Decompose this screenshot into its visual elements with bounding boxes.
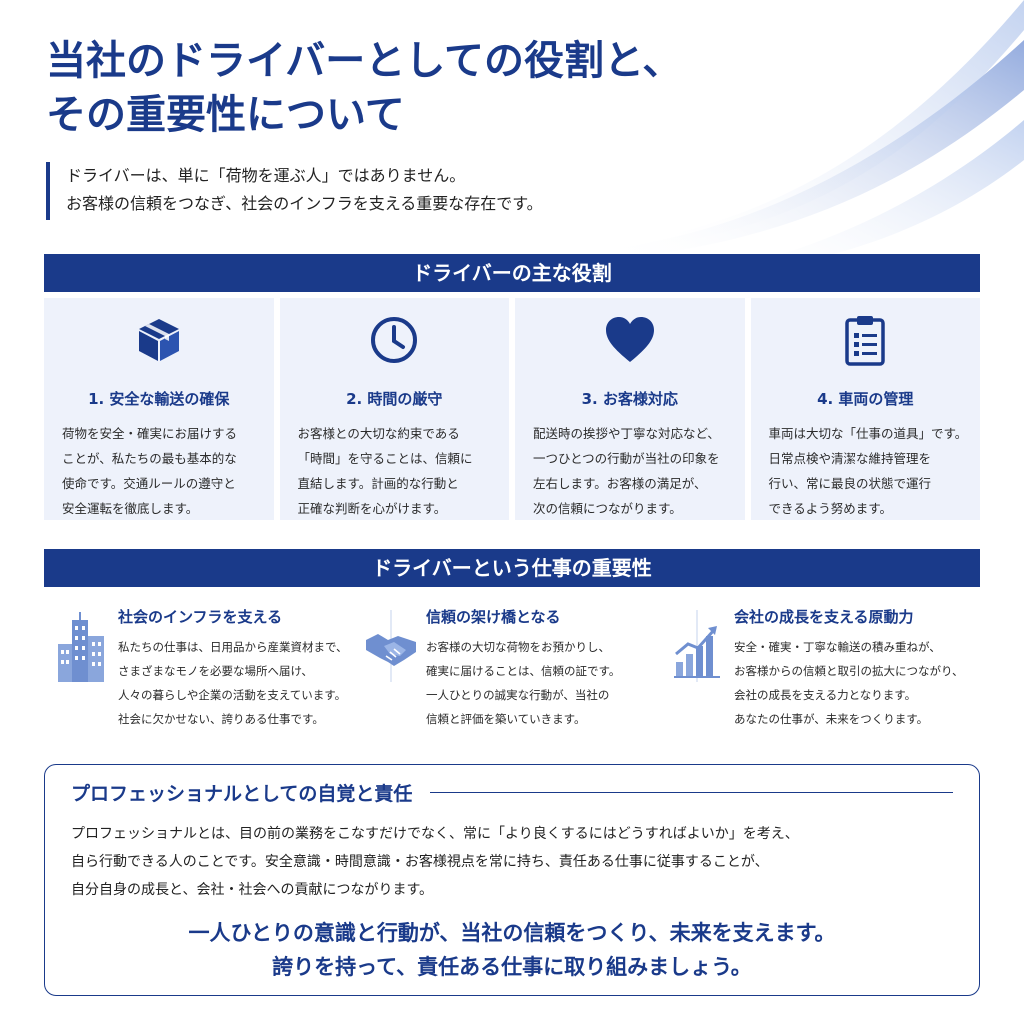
importance-line: あなたの仕事が、未来をつくります。 — [734, 712, 929, 726]
professional-line: 自分自身の成長と、会社・社会への貢献につながります。 — [71, 882, 434, 898]
professional-header: プロフェッショナルとしての自覚と責任 — [71, 779, 953, 806]
closing-line: 誇りを持って、責任ある仕事に取り組みましょう。 — [272, 955, 752, 979]
importance-line: お客様からの信頼と取引の拡大につながり、 — [734, 664, 964, 678]
importance-line: 安全・確実・丁寧な輸送の積み重ねが、 — [734, 640, 941, 654]
roles-section-heading: ドライバーの主な役割 — [44, 254, 980, 292]
importance-text: 社会のインフラを支える 私たちの仕事は、日用品から産業資材まで、 さまざまなモノ… — [112, 606, 348, 736]
importance-item-trust: 信頼の架け橋となる お客様の大切な荷物をお預かりし、 確実に届けることは、信頼の… — [364, 606, 672, 736]
role-line: 直結します。計画的な行動と — [297, 476, 459, 491]
importance-description: お客様の大切な荷物をお預かりし、 確実に届けることは、信頼の証です。 一人ひとり… — [426, 635, 620, 731]
role-description: 車両は大切な「仕事の道具」です。 日常点検や清潔な維持管理を 行い、常に最良の状… — [763, 421, 969, 521]
role-line: 荷物を安全・確実にお届けする — [62, 426, 238, 441]
role-line: ことが、私たちの最も基本的な — [62, 451, 237, 466]
importance-line: 社会に欠かせない、誇りある仕事です。 — [118, 712, 324, 726]
importance-text: 信頼の架け橋となる お客様の大切な荷物をお預かりし、 確実に届けることは、信頼の… — [420, 606, 620, 736]
role-line: 日常点検や清潔な維持管理を — [768, 451, 932, 466]
role-line: 行い、常に最良の状態で運行 — [768, 476, 932, 491]
role-title: 1. 安全な輸送の確保 — [88, 390, 230, 408]
importance-list: 社会のインフラを支える 私たちの仕事は、日用品から産業資材まで、 さまざまなモノ… — [56, 606, 980, 736]
role-line: 安全運転を徹底します。 — [62, 501, 199, 516]
clipboard-icon — [763, 314, 969, 366]
role-description: 配送時の挨拶や丁寧な対応など、 一つひとつの行動が当社の印象を 左右します。お客… — [527, 421, 733, 521]
role-card-safe-transport: 1. 安全な輸送の確保 荷物を安全・確実にお届けする ことが、私たちの最も基本的… — [44, 298, 274, 520]
importance-item-growth: 会社の成長を支える原動力 安全・確実・丁寧な輸送の積み重ねが、 お客様からの信頼… — [672, 606, 980, 736]
role-line: 左右します。お客様の満足が、 — [533, 476, 707, 491]
lead-line: ドライバーは、単に「荷物を運ぶ人」ではありません。 — [66, 166, 466, 185]
closing-message: 一人ひとりの意識と行動が、当社の信頼をつくり、未来を支えます。 誇りを持って、責… — [71, 916, 953, 984]
importance-item-infrastructure: 社会のインフラを支える 私たちの仕事は、日用品から産業資材まで、 さまざまなモノ… — [56, 606, 364, 736]
professional-title: プロフェッショナルとしての自覚と責任 — [71, 783, 413, 805]
page-title-line-2: その重要性について — [46, 92, 405, 138]
importance-title: 社会のインフラを支える — [118, 608, 283, 626]
importance-line: 会社の成長を支える力となります。 — [734, 688, 917, 702]
importance-text: 会社の成長を支える原動力 安全・確実・丁寧な輸送の積み重ねが、 お客様からの信頼… — [728, 606, 964, 736]
professional-line: プロフェッショナルとは、目の前の業務をこなすだけでなく、常に「より良くするにはど… — [71, 826, 799, 842]
role-card-customer-service: 3. お客様対応 配送時の挨拶や丁寧な対応など、 一つひとつの行動が当社の印象を… — [515, 298, 745, 520]
page-title-line-1: 当社のドライバーとしての役割と、 — [46, 38, 683, 84]
lead-paragraph: ドライバーは、単に「荷物を運ぶ人」ではありません。 お客様の信頼をつなぎ、社会の… — [46, 162, 543, 220]
role-title: 2. 時間の厳守 — [346, 390, 443, 408]
role-line: 次の信頼につながります。 — [533, 501, 682, 516]
importance-line: 人々の暮らしや企業の活動を支えています。 — [118, 688, 347, 702]
role-line: 車両は大切な「仕事の道具」です。 — [768, 426, 968, 441]
importance-title: 会社の成長を支える原動力 — [734, 608, 914, 626]
lead-line: お客様の信頼をつなぎ、社会のインフラを支える重要な存在です。 — [66, 194, 543, 213]
growth-chart-icon — [672, 606, 728, 736]
clock-icon — [292, 314, 498, 366]
professional-box: プロフェッショナルとしての自覚と責任 プロフェッショナルとは、目の前の業務をこな… — [44, 764, 980, 996]
role-line: 一つひとつの行動が当社の印象を — [533, 451, 720, 466]
role-card-vehicle-management: 4. 車両の管理 車両は大切な「仕事の道具」です。 日常点検や清潔な維持管理を … — [750, 298, 980, 521]
professional-description: プロフェッショナルとは、目の前の業務をこなすだけでなく、常に「より良くするにはど… — [71, 820, 953, 904]
professional-line: 自ら行動できる人のことです。安全意識・時間意識・お客様視点を常に持ち、責任ある仕… — [71, 854, 769, 870]
role-line: 配送時の挨拶や丁寧な対応など、 — [533, 426, 720, 441]
roles-grid: 1. 安全な輸送の確保 荷物を安全・確実にお届けする ことが、私たちの最も基本的… — [44, 298, 980, 520]
importance-line: お客様の大切な荷物をお預かりし、 — [426, 640, 610, 654]
role-line: 正確な判断を心がけます。 — [297, 501, 447, 516]
city-buildings-icon — [56, 606, 112, 736]
importance-section-heading: ドライバーという仕事の重要性 — [44, 549, 980, 587]
importance-line: 私たちの仕事は、日用品から産業資材まで、 — [118, 640, 348, 654]
role-card-punctuality: 2. 時間の厳守 お客様との大切な約束である 「時間」を守ることは、信頼に 直結… — [279, 298, 509, 521]
importance-description: 私たちの仕事は、日用品から産業資材まで、 さまざまなモノを必要な場所へ届け、 人… — [118, 635, 348, 731]
role-line: できるよう努めます。 — [768, 501, 893, 516]
importance-description: 安全・確実・丁寧な輸送の積み重ねが、 お客様からの信頼と取引の拡大につながり、 … — [734, 635, 964, 731]
role-line: お客様との大切な約束である — [297, 426, 460, 441]
importance-line: 信頼と評価を築いていきます。 — [426, 712, 586, 726]
role-line: 使命です。交通ルールの遵守と — [62, 476, 236, 491]
handshake-icon — [364, 606, 420, 736]
package-icon — [56, 314, 262, 366]
role-description: 荷物を安全・確実にお届けする ことが、私たちの最も基本的な 使命です。交通ルール… — [56, 421, 262, 521]
role-title: 3. お客様対応 — [581, 390, 678, 408]
heart-icon — [527, 314, 733, 366]
role-description: お客様との大切な約束である 「時間」を守ることは、信頼に 直結します。計画的な行… — [292, 421, 498, 521]
importance-line: 一人ひとりの誠実な行動が、当社の — [426, 688, 610, 702]
page-title: 当社のドライバーとしての役割と、 その重要性について — [46, 34, 806, 142]
importance-line: 確実に届けることは、信頼の証です。 — [426, 664, 621, 678]
importance-title: 信頼の架け橋となる — [426, 608, 561, 626]
divider — [430, 792, 953, 793]
importance-line: さまざまなモノを必要な場所へ届け、 — [118, 664, 313, 678]
role-title: 4. 車両の管理 — [817, 390, 914, 408]
role-line: 「時間」を守ることは、信頼に — [297, 451, 473, 466]
closing-line: 一人ひとりの意識と行動が、当社の信頼をつくり、未来を支えます。 — [188, 921, 836, 945]
